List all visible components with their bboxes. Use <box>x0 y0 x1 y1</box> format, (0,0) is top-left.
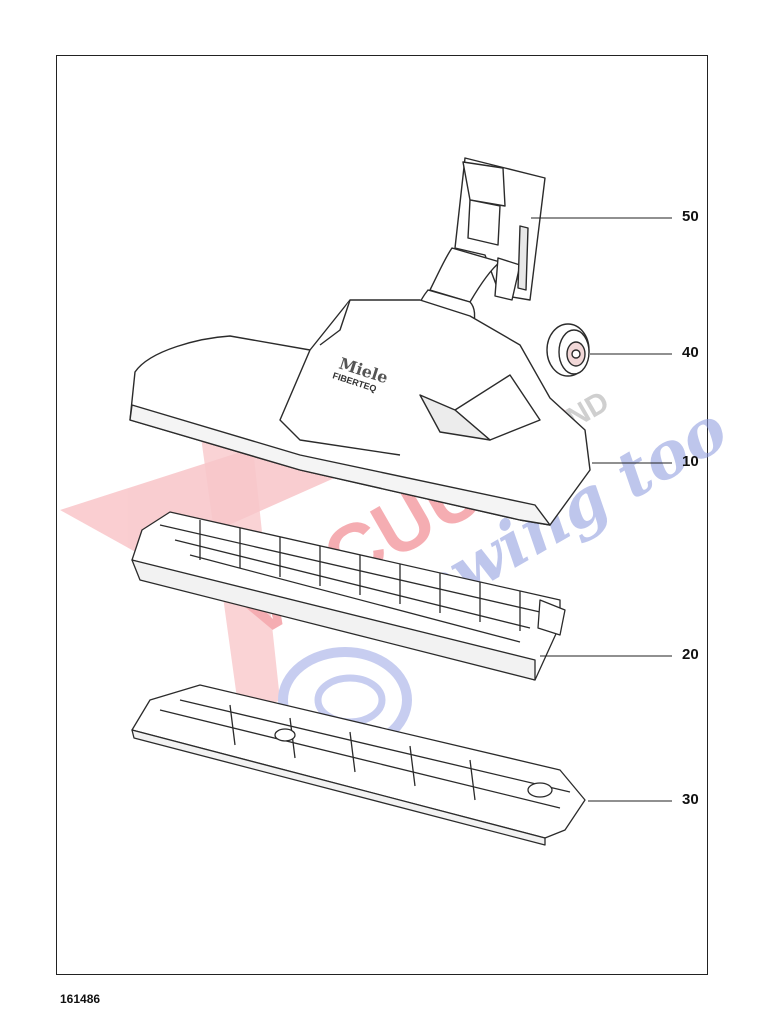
part-50-swivel-neck <box>416 157 546 331</box>
callout-label-40: 40 <box>682 344 699 361</box>
part-40-wheel <box>546 323 590 377</box>
part-30-base-plate <box>131 684 586 846</box>
drawing-number: 161486 <box>60 992 101 1006</box>
callout-label-10: 10 <box>682 453 699 470</box>
part-10-housing-top: Miele FIBERTEQ <box>129 299 591 526</box>
callout-label-20: 20 <box>682 646 699 663</box>
callout-label-50: 50 <box>682 208 699 225</box>
drawing-frame <box>56 55 708 975</box>
leader-lines <box>531 217 672 802</box>
callout-label-30: 30 <box>682 791 699 808</box>
part-20-inner-frame <box>131 511 566 681</box>
